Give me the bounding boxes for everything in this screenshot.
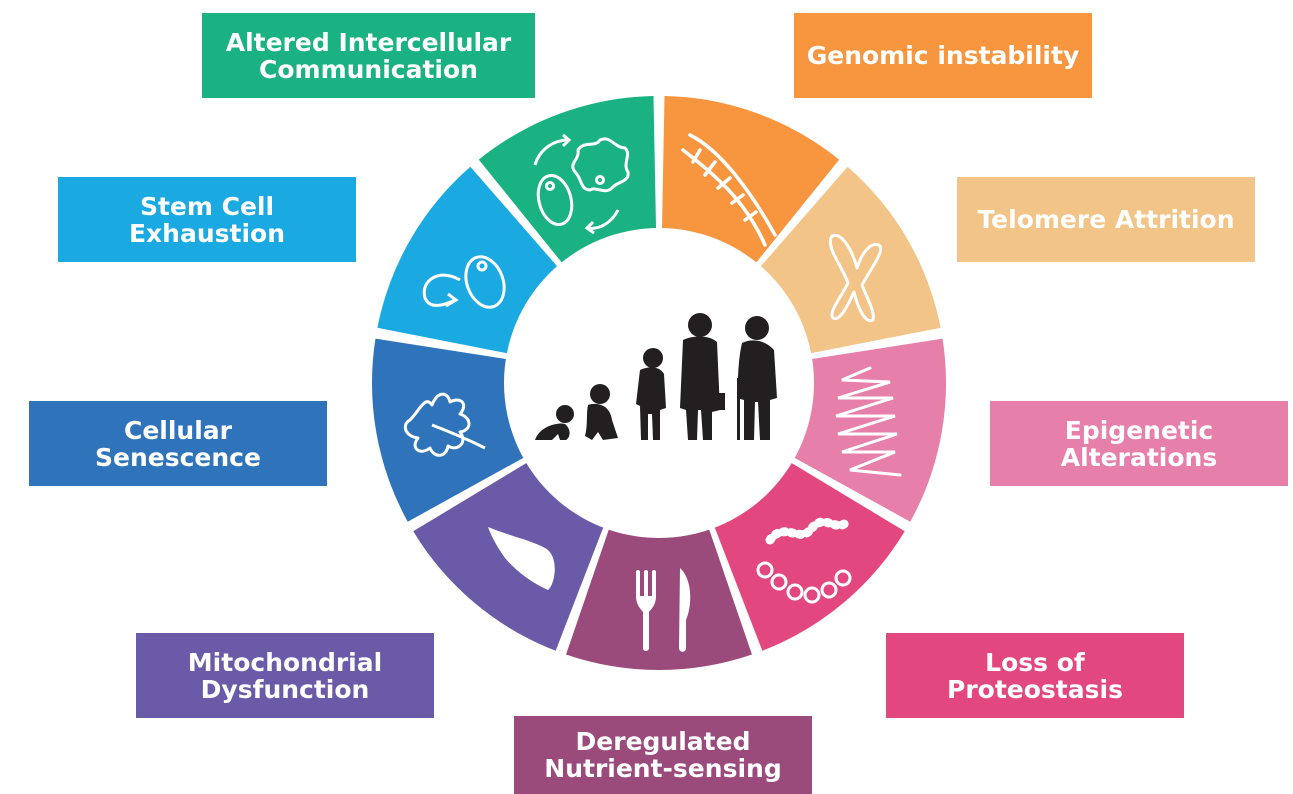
label-altered-intercellular-communication: Altered Intercellular Communication: [202, 13, 535, 98]
label-loss-of-proteostasis: Loss of Proteostasis: [886, 633, 1184, 718]
stem-cell-icon: [422, 255, 506, 309]
wheel-segment-genomic: [661, 96, 840, 267]
coiled-strand-icon: [835, 366, 902, 477]
protein-chain-icon: [756, 515, 853, 604]
wheel-segment-epigenetic: [790, 338, 947, 522]
wheel-segment-senescence: [371, 338, 528, 522]
wheel-segment-intercellular: [478, 96, 657, 267]
chromosome-icon: [828, 234, 883, 323]
wheel-segment-nutrient: [566, 524, 752, 670]
wheel-segment-telomere: [757, 166, 941, 355]
wheel-segment-stemcell: [377, 166, 561, 355]
fork-knife-icon: [636, 568, 691, 652]
label-genomic-instability: Genomic instability: [794, 13, 1092, 98]
leaf-icon: [403, 392, 486, 457]
label-deregulated-nutrient-sensing: Deregulated Nutrient-sensing: [514, 716, 812, 794]
wheel-segment-proteostasis: [712, 460, 905, 651]
dna-helix-icon: [681, 133, 777, 247]
human-aging-silhouettes-icon: [535, 313, 777, 440]
label-stem-cell-exhaustion: Stem Cell Exhaustion: [58, 177, 356, 262]
mitochondrion-icon: [488, 527, 555, 590]
label-telomere-attrition: Telomere Attrition: [957, 177, 1255, 262]
label-mitochondrial-dysfunction: Mitochondrial Dysfunction: [136, 633, 434, 718]
cell-communication-icon: [533, 133, 630, 235]
label-cellular-senescence: Cellular Senescence: [29, 401, 327, 486]
label-epigenetic-alterations: Epigenetic Alterations: [990, 401, 1288, 486]
